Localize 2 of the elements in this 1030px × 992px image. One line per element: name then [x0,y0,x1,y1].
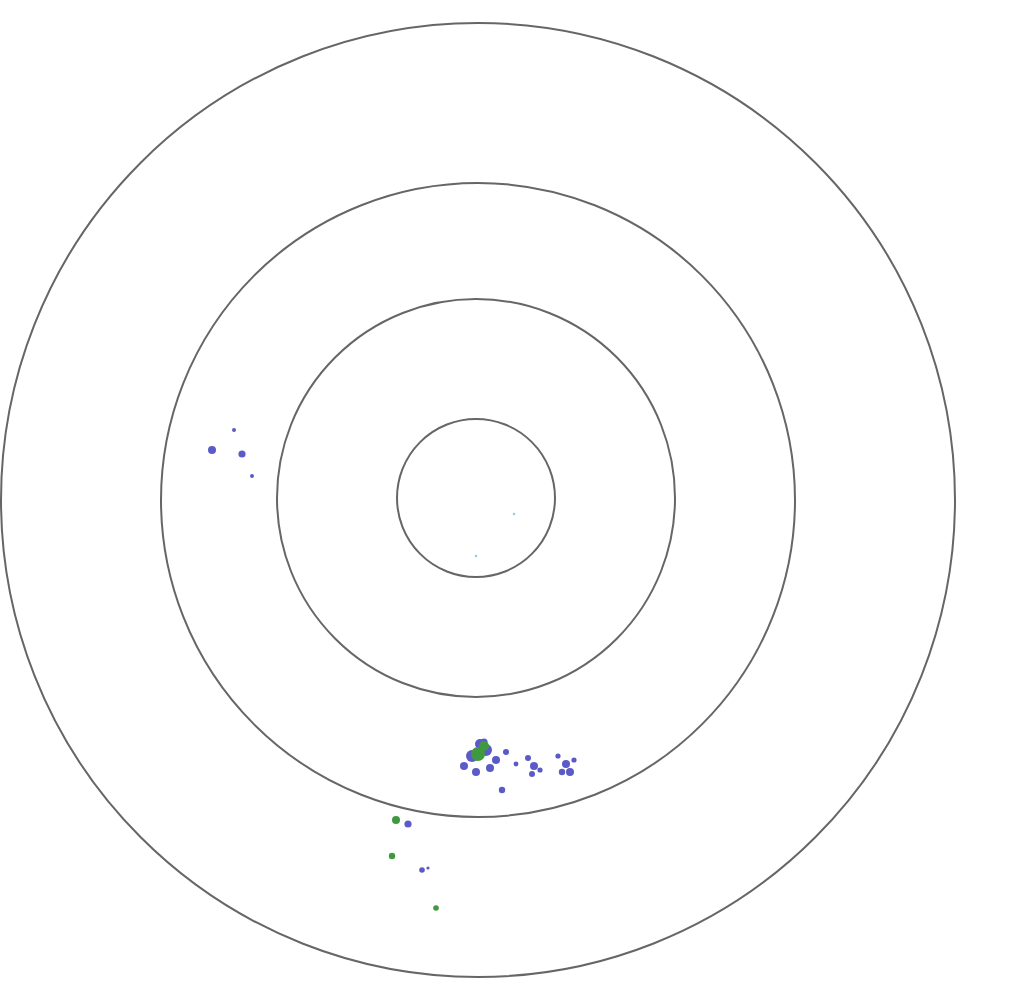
range-ring [396,418,557,579]
range-ring [276,298,677,699]
